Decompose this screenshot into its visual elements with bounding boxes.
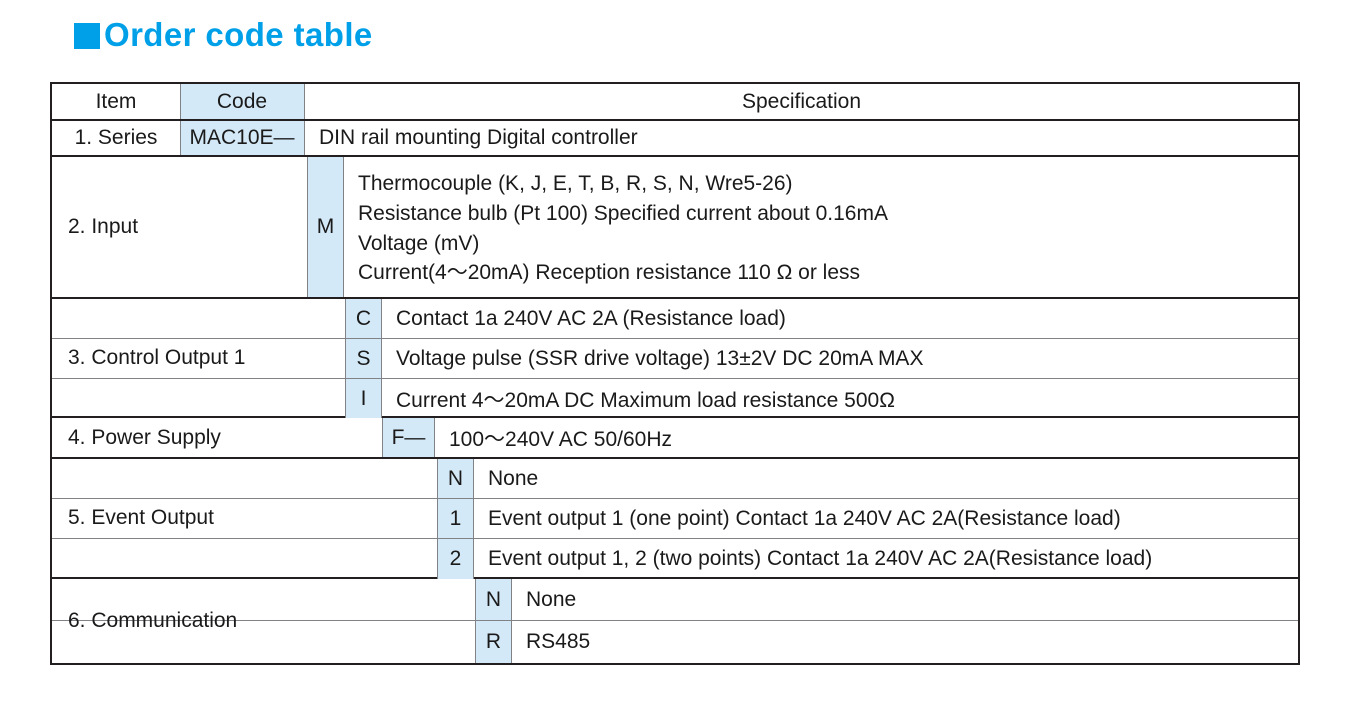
table-row: C Contact 1a 240V AC 2A (Resistance load… [52, 299, 1298, 339]
code-cell-series: MAC10E— [180, 121, 305, 155]
item-label-input: 2. Input [68, 215, 139, 238]
item-label-control-output-1: 3. Control Output 1 [68, 345, 246, 369]
code-cell-control-i: I [345, 379, 382, 418]
code-cell-comm-n: N [475, 579, 512, 620]
spec-cell-event-2: Event output 1, 2 (two points) Contact 1… [488, 547, 1153, 570]
spec-cell-series: DIN rail mounting Digital controller [319, 126, 638, 149]
spec-cell-event-1: Event output 1 (one point) Contact 1a 24… [488, 506, 1121, 530]
spec-line-thermocouple: Thermocouple (K, J, E, T, B, R, S, N, Wr… [358, 172, 793, 195]
header-specification: Specification [741, 89, 862, 113]
table-row: S Voltage pulse (SSR drive voltage) 13±2… [52, 339, 1298, 379]
code-cell-comm-r: R [475, 621, 512, 663]
section-input: 2. Input M Thermocouple (K, J, E, T, B, … [52, 157, 1298, 299]
code-cell-power-f: F— [382, 418, 435, 457]
table-row: R RS485 [52, 621, 1298, 663]
header-code: Code [180, 84, 305, 119]
code-cell-control-s: S [345, 339, 382, 378]
page-title-text: Order code table [104, 16, 373, 53]
page-title: Order code table [74, 18, 373, 51]
code-cell-event-n: N [437, 459, 474, 498]
table-row: 2 Event output 1, 2 (two points) Contact… [52, 539, 1298, 579]
section-series: 1. Series MAC10E— DIN rail mounting Digi… [52, 121, 1298, 157]
table-header-row: Item Code Specification [52, 84, 1298, 121]
table-row: 1 Event output 1 (one point) Contact 1a … [52, 499, 1298, 539]
item-label-event-output: 5. Event Output [68, 506, 214, 529]
spec-cell-control-i: Current 4～20mA DC Maximum load resistanc… [396, 388, 895, 412]
spec-cell-control-s: Voltage pulse (SSR drive voltage) 13±2V … [396, 346, 924, 370]
square-bullet-icon [74, 22, 100, 49]
item-label-series: 1. Series [74, 126, 158, 149]
item-label-power-supply: 4. Power Supply [68, 425, 221, 449]
header-item: Item [95, 89, 137, 113]
spec-line-voltage: Voltage (mV) [358, 231, 480, 255]
spec-cell-comm-n: None [526, 587, 577, 611]
spec-line-current: Current(4～20mA) Reception resistance 110… [358, 261, 861, 285]
spec-cell-comm-r: RS485 [526, 630, 591, 653]
code-cell-event-1: 1 [437, 499, 474, 538]
order-code-table: Item Code Specification 1. Series MAC10E… [50, 82, 1300, 665]
spec-cell-power-supply: 100～240V AC 50/60Hz [449, 427, 672, 451]
code-cell-event-2: 2 [437, 539, 474, 579]
spec-cell-event-n: None [488, 466, 539, 490]
section-communication: 6. Communication N None R RS485 [52, 579, 1298, 663]
table-row: N None [52, 579, 1298, 621]
table-row: N None [52, 459, 1298, 499]
spec-cell-control-c: Contact 1a 240V AC 2A (Resistance load) [396, 306, 786, 330]
code-cell-input-m: M [307, 157, 344, 297]
section-event-output: 5. Event Output N None 1 Event output 1 … [52, 459, 1298, 579]
spec-line-resistance-bulb: Resistance bulb (Pt 100) Specified curre… [358, 201, 888, 225]
item-label-communication: 6. Communication [68, 609, 238, 632]
code-cell-control-c: C [345, 299, 382, 338]
section-control-output-1: 3. Control Output 1 C Contact 1a 240V AC… [52, 299, 1298, 418]
section-power-supply: 4. Power Supply F— 100～240V AC 50/60Hz [52, 418, 1298, 459]
table-row: I Current 4～20mA DC Maximum load resista… [52, 379, 1298, 418]
spec-cell-input: Thermocouple (K, J, E, T, B, R, S, N, Wr… [344, 157, 1298, 297]
